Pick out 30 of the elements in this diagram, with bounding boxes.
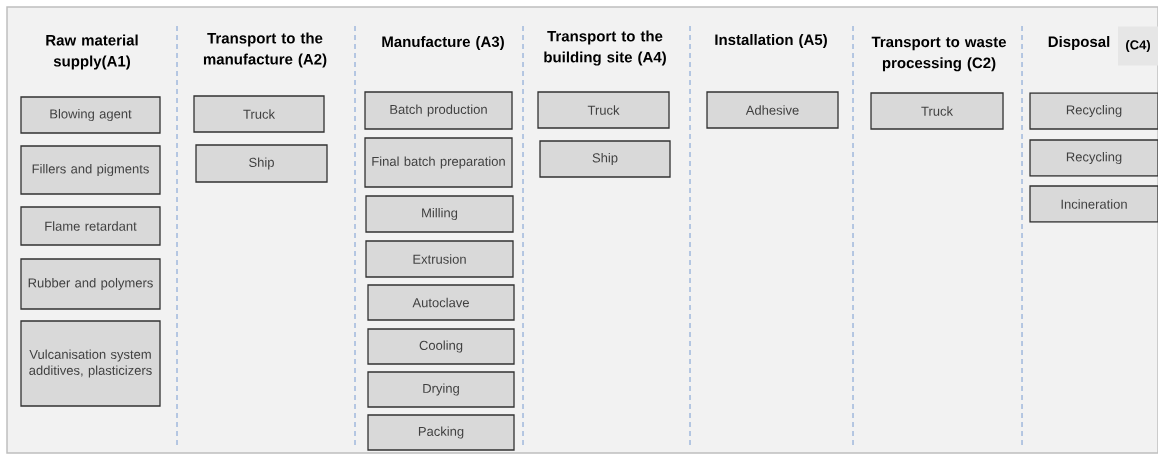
- process-box: Extrusion: [365, 240, 514, 278]
- process-box: Recycling: [1029, 139, 1158, 177]
- process-box: Truck: [870, 92, 1004, 130]
- process-box: Autoclave: [367, 284, 515, 321]
- process-box: Incineration: [1029, 185, 1158, 223]
- process-box: Truck: [537, 91, 670, 129]
- process-box: Milling: [365, 195, 514, 233]
- process-box: Vulcanisation system additives, plasticizers: [20, 320, 161, 407]
- process-box: Fillers and pigments: [20, 145, 161, 195]
- process-box: Packing: [367, 414, 515, 451]
- process-box: Flame retardant: [20, 206, 161, 246]
- process-box: Cooling: [367, 328, 515, 365]
- process-box: Truck: [193, 95, 325, 133]
- process-box: Recycling: [1029, 92, 1158, 130]
- process-box: Batch production: [364, 91, 513, 130]
- column-heading: Raw material supply(A1): [46, 34, 138, 70]
- process-box: Rubber and polymers: [20, 258, 161, 310]
- column-heading: (C4): [1118, 26, 1158, 66]
- column-heading: Transport to the building site (A4): [544, 30, 666, 66]
- process-box: Blowing agent: [20, 96, 161, 134]
- process-box: Final batch preparation: [364, 137, 513, 188]
- column-heading: Transport to waste processing (C2): [871, 36, 1006, 72]
- column-heading: Manufacture (A3): [382, 36, 504, 50]
- process-box: Drying: [367, 371, 515, 408]
- process-box: Adhesive: [706, 91, 839, 129]
- column-heading: Installation (A5): [715, 34, 827, 48]
- process-box: Ship: [539, 140, 671, 178]
- column-heading: Transport to the manufacture (A2): [203, 32, 327, 68]
- process-box: Ship: [195, 144, 328, 183]
- column-heading: Disposal: [1048, 36, 1110, 50]
